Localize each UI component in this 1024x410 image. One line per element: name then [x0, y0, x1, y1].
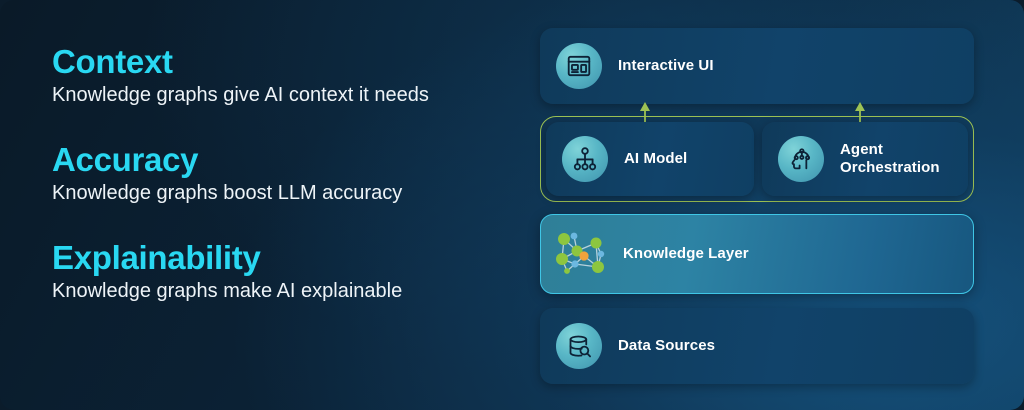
stack-card-label: Agent Orchestration: [840, 140, 940, 176]
stack-card-knowledge-layer[interactable]: Knowledge Layer: [540, 214, 974, 294]
stack-card-data-sources[interactable]: Data Sources: [540, 308, 974, 384]
stack-card-label: AI Model: [624, 149, 688, 167]
stack-card-ai-model[interactable]: AI Model: [546, 122, 754, 196]
benefit-description: Knowledge graphs give AI context it need…: [52, 83, 429, 106]
ai-head-circuit-icon: [778, 136, 824, 182]
stack-card-label: Knowledge Layer: [623, 244, 749, 262]
knowledge-graph-icon: [553, 225, 611, 283]
architecture-stack: Interactive UI: [540, 28, 974, 384]
benefit-description: Knowledge graphs make AI explainable: [52, 279, 403, 302]
stack-card-label: Data Sources: [618, 336, 716, 354]
stack-card-agent-orchestration[interactable]: Agent Orchestration: [762, 122, 968, 196]
benefit-title: Explainability: [52, 238, 261, 276]
browser-layout-icon: [556, 43, 602, 89]
highlighted-layer-group: [540, 116, 974, 202]
benefit-title: Accuracy: [52, 140, 199, 178]
benefit-item-accuracy: Accuracy Knowledge graphs boost LLM accu…: [52, 140, 512, 206]
benefit-title: Context: [52, 43, 173, 80]
database-search-icon: [556, 323, 602, 369]
benefit-item-context: Context Knowledge graphs give AI context…: [52, 43, 512, 108]
benefit-description: Knowledge graphs boost LLM accuracy: [52, 181, 403, 204]
benefits-list: Context Knowledge graphs give AI context…: [52, 43, 512, 304]
benefit-item-explainability: Explainability Knowledge graphs make AI …: [52, 238, 512, 304]
stack-card-interactive-ui[interactable]: Interactive UI: [540, 28, 974, 104]
hierarchy-tree-icon: [562, 136, 608, 182]
stack-card-label: Interactive UI: [618, 56, 714, 74]
